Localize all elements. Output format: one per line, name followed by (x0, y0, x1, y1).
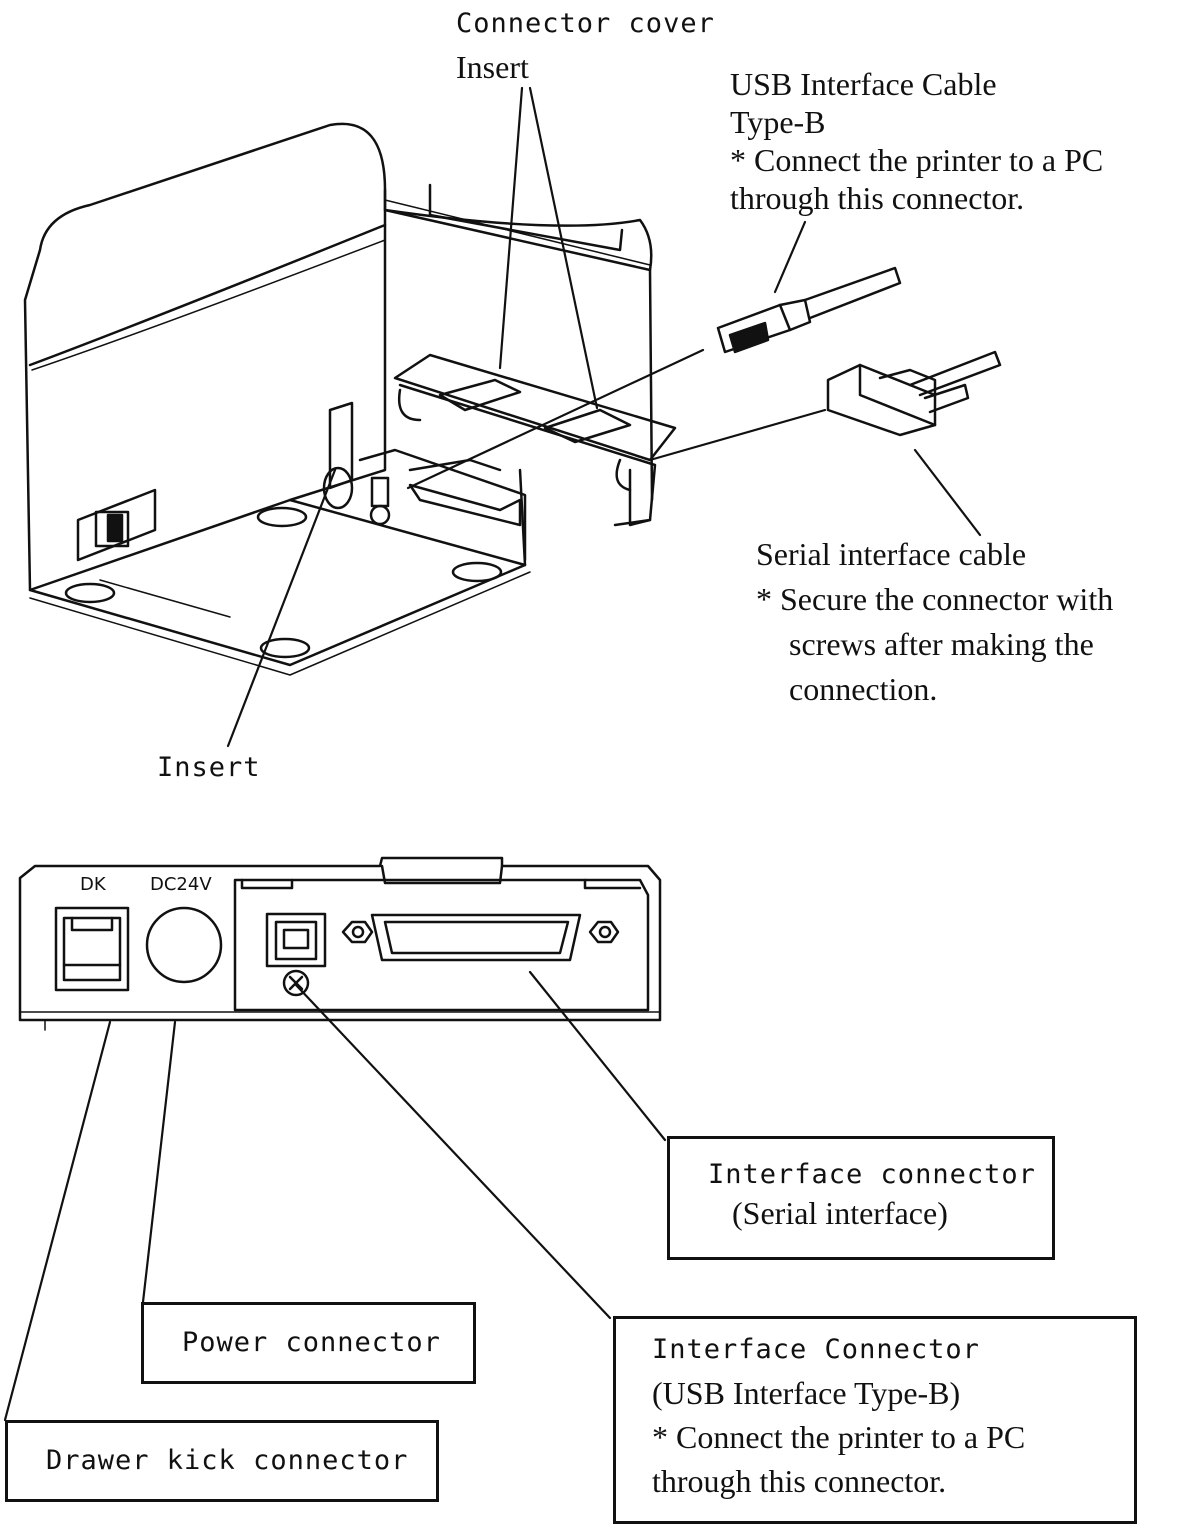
usb-connector-callout-line3: * Connect the printer to a PC (652, 1419, 1026, 1455)
connector-cover-label: Connector cover (456, 8, 715, 39)
usb-connector-callout-line4: through this connector. (652, 1463, 947, 1499)
rear-panel (18, 856, 665, 1030)
usb-cable (716, 266, 902, 354)
drawer-kick-callout-text: Drawer kick connector (46, 1445, 409, 1476)
serial-cable-label-line3: screws after making the (789, 626, 1094, 662)
connector-cover (393, 353, 677, 527)
dk-label: DK (80, 874, 106, 895)
dc24v-label: DC24V (150, 874, 212, 895)
top-leader-lines (226, 86, 982, 748)
usb-cable-label-line1: USB Interface Cable (730, 66, 997, 102)
serial-cable-label: Serial interface cable * Secure the conn… (756, 532, 1113, 712)
serial-cable-label-line1: Serial interface cable (756, 536, 1027, 572)
usb-b-port (265, 912, 327, 997)
serial-cable-label-line2: * Secure the connector with (756, 581, 1114, 617)
insert-top-label: Insert (456, 49, 529, 85)
serial-cable-label-line4: connection. (789, 671, 938, 707)
drawer-kick-port (54, 906, 130, 992)
insert-bottom-label: Insert (157, 752, 261, 783)
usb-cable-label: USB Interface Cable Type-B * Connect the… (730, 65, 1103, 217)
usb-connector-callout: Interface Connector (USB Interface Type-… (613, 1316, 1137, 1524)
usb-connector-callout-line2: (USB Interface Type-B) (652, 1375, 961, 1411)
power-port (145, 906, 223, 984)
serial-port (341, 913, 620, 962)
usb-connector-callout-line1: Interface Connector (652, 1334, 980, 1365)
usb-cable-label-line3: * Connect the printer to a PC (730, 142, 1104, 178)
usb-cable-label-line4: through this connector. (730, 180, 1025, 216)
power-connector-callout-text: Power connector (182, 1327, 441, 1358)
serial-connector-callout-line1: Interface connector (708, 1159, 1036, 1190)
serial-connector-callout: Interface connector (Serial interface) (667, 1136, 1055, 1260)
usb-cable-label-line2: Type-B (730, 104, 826, 140)
bottom-leader-lines (3, 970, 667, 1422)
drawer-kick-callout: Drawer kick connector (5, 1420, 439, 1502)
power-connector-callout: Power connector (141, 1302, 476, 1384)
serial-connector-callout-line2: (Serial interface) (732, 1195, 948, 1231)
serial-cable (826, 350, 1002, 437)
printer-body (23, 122, 654, 676)
